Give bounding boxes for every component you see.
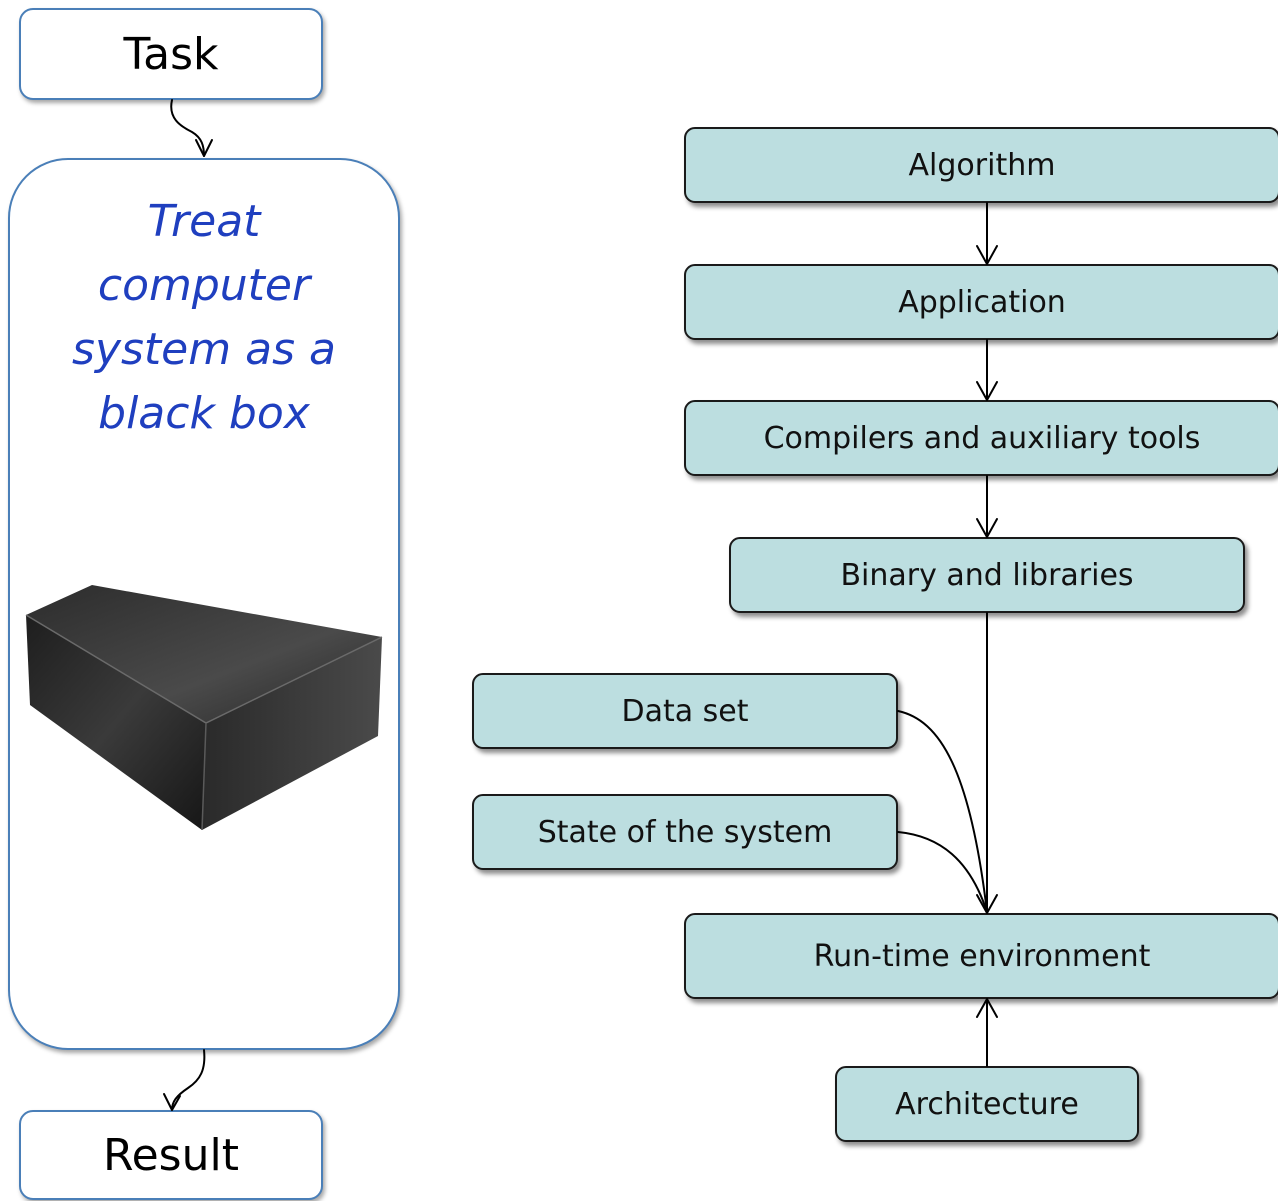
node-label: Algorithm xyxy=(908,147,1056,183)
black-box-caption-line: system as a xyxy=(72,324,336,375)
arrow-state-runtime xyxy=(897,831,988,913)
black-box-caption-line: computer xyxy=(97,260,311,311)
black-box-caption: Treat computer system as a black box xyxy=(0,190,408,446)
arrowhead xyxy=(976,518,998,538)
result-arrowhead xyxy=(163,1093,181,1111)
node-application: Application xyxy=(684,264,1278,340)
node-label: Data set xyxy=(621,693,749,729)
node-dataset: Data set xyxy=(472,673,898,749)
task-label: Task xyxy=(123,28,219,80)
node-binary: Binary and libraries xyxy=(729,537,1245,613)
node-algorithm: Algorithm xyxy=(684,127,1278,203)
arrow-dataset-runtime xyxy=(897,710,988,913)
task-arrowhead xyxy=(195,139,213,157)
node-compilers: Compilers and auxiliary tools xyxy=(684,400,1278,476)
node-label: State of the system xyxy=(537,814,833,850)
node-label: Application xyxy=(898,284,1066,320)
black-box-caption-line: black box xyxy=(98,388,310,439)
arrowhead xyxy=(976,998,998,1018)
black-box-caption-line: Treat xyxy=(147,196,261,247)
black-box-image xyxy=(25,585,383,831)
task-arrow xyxy=(170,99,205,157)
result-label: Result xyxy=(103,1129,239,1181)
node-label: Architecture xyxy=(895,1086,1079,1122)
node-runtime: Run-time environment xyxy=(684,913,1278,999)
node-label: Binary and libraries xyxy=(840,557,1134,593)
node-label: Run-time environment xyxy=(813,938,1151,974)
result-box: Result xyxy=(19,1110,323,1200)
task-box: Task xyxy=(19,8,323,100)
result-arrow xyxy=(171,1049,206,1111)
arrowhead xyxy=(976,381,998,401)
node-label: Compilers and auxiliary tools xyxy=(763,420,1201,456)
arrowhead xyxy=(976,245,998,265)
